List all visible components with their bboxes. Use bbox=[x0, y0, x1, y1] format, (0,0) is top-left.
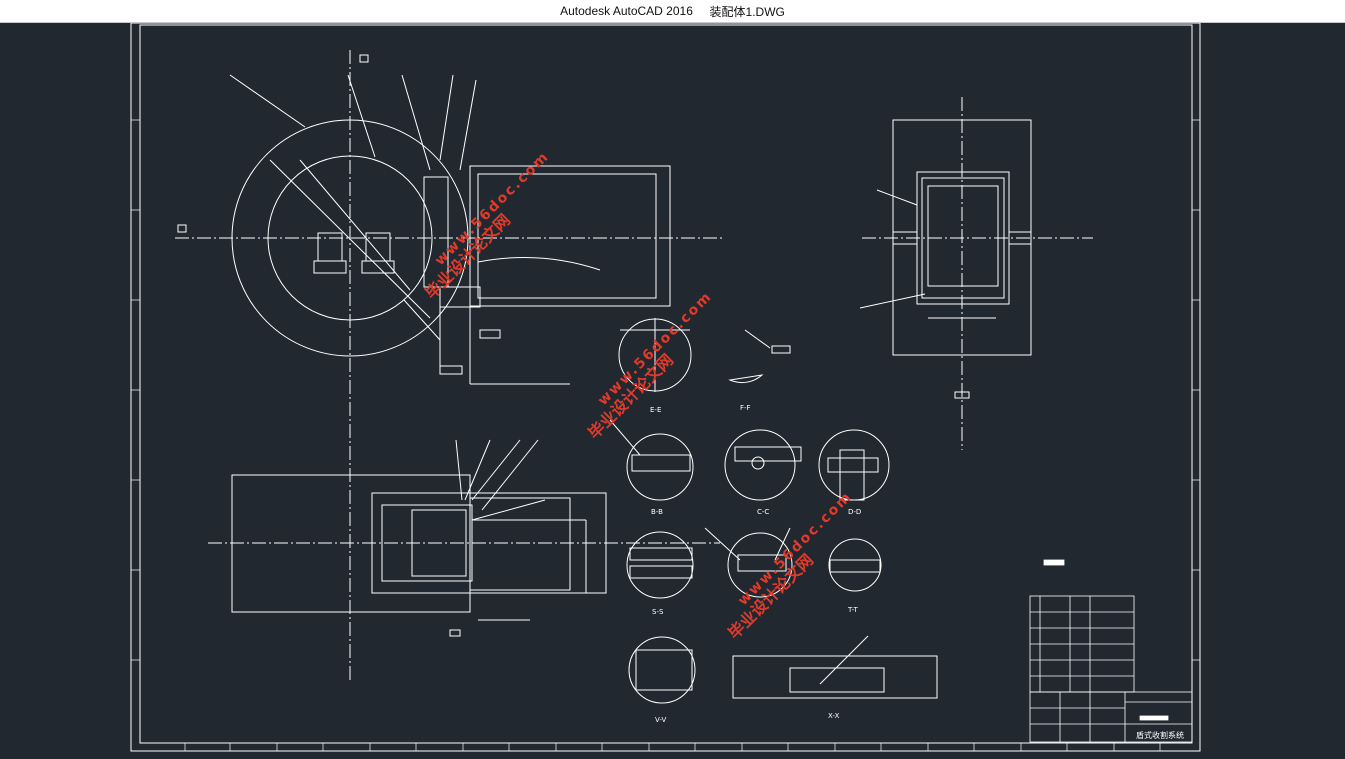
window-title-bar: Autodesk AutoCAD 2016 装配体1.DWG bbox=[0, 0, 1345, 23]
drawing-border-outer bbox=[130, 22, 1201, 752]
drawing-canvas[interactable]: B-B C-C D-D E-E S-S T-T V-V X-X F-F 盾式收割… bbox=[0, 22, 1345, 755]
label-ee: E-E bbox=[650, 406, 661, 414]
side-view-right bbox=[859, 97, 1093, 450]
drawing-title: 盾式收割系统 bbox=[1136, 730, 1184, 740]
label-xx: X-X bbox=[828, 712, 840, 720]
section-labels: B-B C-C D-D E-E S-S T-T V-V X-X F-F bbox=[650, 404, 861, 724]
label-ff: F-F bbox=[740, 404, 751, 412]
drawing-border-inner bbox=[139, 24, 1193, 744]
zone-markers bbox=[131, 119, 1200, 751]
main-top-view bbox=[175, 50, 725, 680]
watermark-3-url: www.56doc.com bbox=[735, 488, 856, 609]
label-cc: C-C bbox=[757, 508, 769, 516]
label-ss: S-S bbox=[652, 608, 664, 616]
label-dd: D-D bbox=[848, 508, 861, 516]
file-name: 装配体1.DWG bbox=[709, 4, 785, 19]
watermarks: 毕业设计论文网 www.56doc.com 毕业设计论文网 www.56doc.… bbox=[421, 148, 856, 642]
app-name: Autodesk AutoCAD 2016 bbox=[560, 4, 693, 18]
label-bb: B-B bbox=[651, 508, 663, 516]
detail-views bbox=[609, 318, 938, 704]
title-block bbox=[1029, 559, 1193, 743]
label-tt: T-T bbox=[847, 606, 859, 614]
label-vv: V-V bbox=[655, 716, 666, 724]
front-view bbox=[208, 439, 720, 637]
